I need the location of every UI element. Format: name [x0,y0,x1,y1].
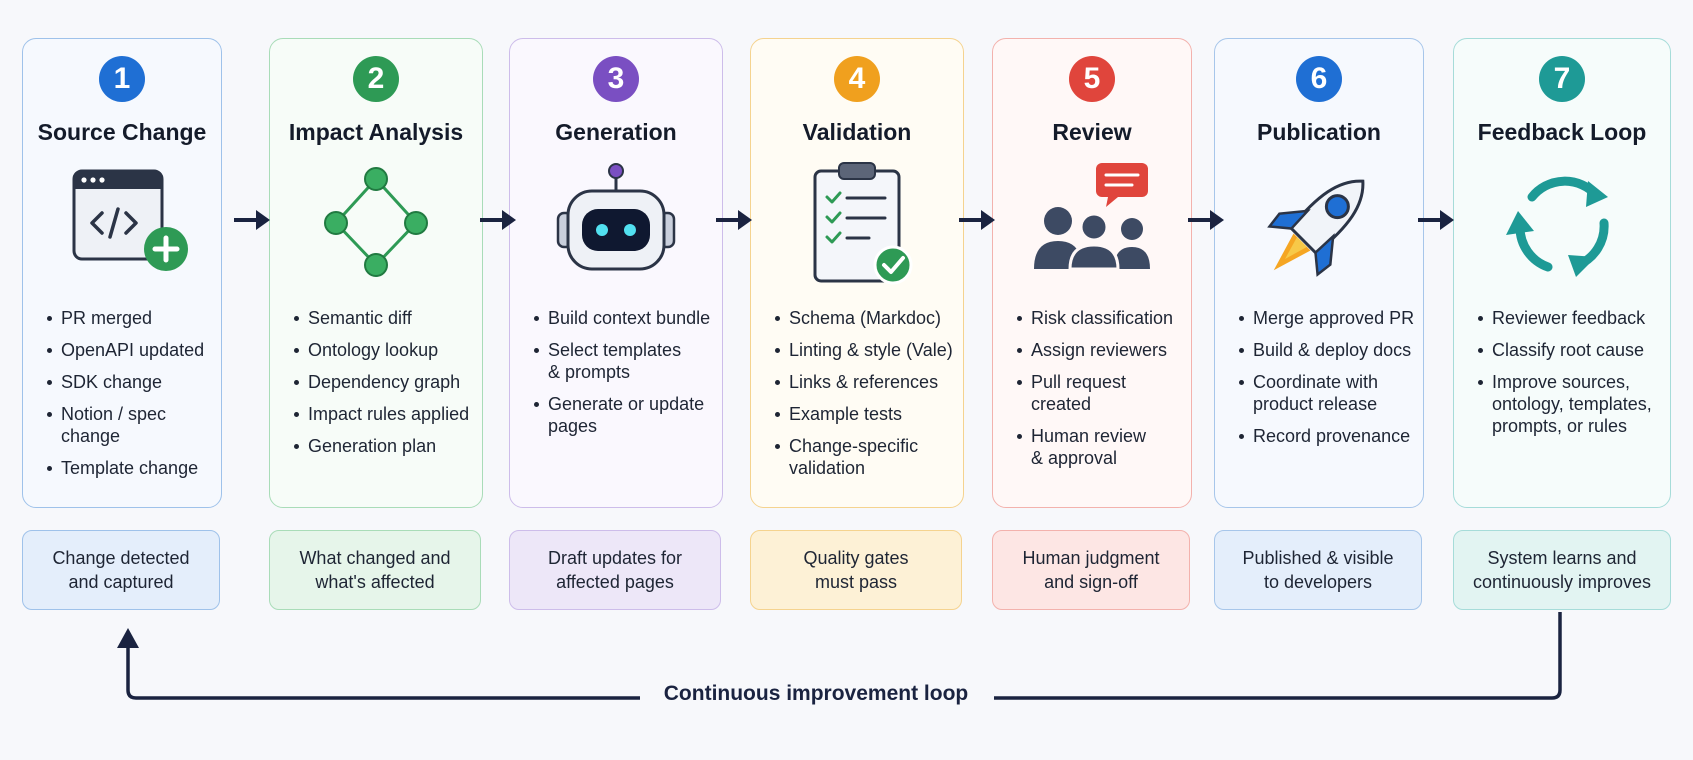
list-item: Generation plan [294,435,474,457]
list-item: Build & deploy docs [1239,339,1415,361]
list-item: Record provenance [1239,425,1415,447]
stage-item-list: Semantic diff Ontology lookup Dependency… [294,307,474,467]
list-item: Human review & approval [1017,425,1183,469]
flow-arrow-4-5 [959,210,995,230]
stage-summary-7: System learns and continuously improves [1453,530,1671,610]
list-item: Improve sources, ontology, templates, pr… [1478,371,1662,437]
list-item: SDK change [47,371,213,393]
list-item: Example tests [775,403,955,425]
stage-summary-6: Published & visible to developers [1214,530,1422,610]
list-item: Semantic diff [294,307,474,329]
stage-item-list: Risk classification Assign reviewers Pul… [1017,307,1183,479]
stage-number-badge: 3 [593,56,639,102]
clipboard-check-icon [787,161,927,291]
list-item: Reviewer feedback [1478,307,1662,329]
list-item: Impact rules applied [294,403,474,425]
stage-summary-5: Human judgment and sign-off [992,530,1190,610]
flow-arrow-3-4 [716,210,752,230]
list-item: Select templates & prompts [534,339,714,383]
stage-title: Source Change [37,119,207,145]
list-item: OpenAPI updated [47,339,213,361]
list-item: Merge approved PR [1239,307,1415,329]
stage-card-3: 3 Generation Build context bundle Select… [509,38,723,508]
list-item: Build context bundle [534,307,714,329]
rocket-icon [1249,161,1389,291]
stage-title: Review [1052,119,1132,145]
stage-title: Publication [1257,119,1381,145]
list-item: Notion / spec change [47,403,213,447]
stage-card-1: 1 Source Change PR merged OpenAPI update… [22,38,222,508]
stage-summary-4: Quality gates must pass [750,530,962,610]
stage-item-list: Merge approved PR Build & deploy docs Co… [1239,307,1415,457]
stage-item-list: Reviewer feedback Classify root cause Im… [1478,307,1662,447]
stage-card-6: 6 Publication Merge approved PR Build & … [1214,38,1424,508]
stage-item-list: PR merged OpenAPI updated SDK change Not… [47,307,213,489]
stage-summary-1: Change detected and captured [22,530,220,610]
flow-arrow-1-2 [234,210,270,230]
stage-number-badge: 5 [1069,56,1115,102]
stage-card-7: 7 Feedback Loop Reviewer feedback Classi… [1453,38,1671,508]
stage-item-list: Schema (Markdoc) Linting & style (Vale) … [775,307,955,489]
list-item: Classify root cause [1478,339,1662,361]
flow-arrow-2-3 [480,210,516,230]
stage-title: Generation [555,119,677,145]
stage-number-badge: 2 [353,56,399,102]
stage-card-5: 5 Review Risk classification Assign revi… [992,38,1192,508]
stage-card-2: 2 Impact Analysis Semantic diff Ontology… [269,38,483,508]
stage-number-badge: 1 [99,56,145,102]
stage-title: Validation [802,119,912,145]
cycle-arrows-icon [1492,161,1632,291]
stage-item-list: Build context bundle Select templates & … [534,307,714,447]
list-item: Schema (Markdoc) [775,307,955,329]
list-item: Risk classification [1017,307,1183,329]
stage-title: Impact Analysis [288,119,464,145]
list-item: Assign reviewers [1017,339,1183,361]
stage-title: Feedback Loop [1477,119,1647,145]
list-item: PR merged [47,307,213,329]
stage-number-badge: 7 [1539,56,1585,102]
list-item: Pull request created [1017,371,1183,415]
graph-nodes-icon [306,161,446,291]
code-window-plus-icon [52,161,192,291]
stage-summary-3: Draft updates for affected pages [509,530,721,610]
loop-label: Continuous improvement loop [663,682,969,705]
stage-card-4: 4 Validation Schema (Markdoc) Linting & … [750,38,964,508]
list-item: Linting & style (Vale) [775,339,955,361]
stage-summary-2: What changed and what's affected [269,530,481,610]
list-item: Change-specific validation [775,435,955,479]
flow-arrow-5-6 [1188,210,1224,230]
flow-arrow-6-7 [1418,210,1454,230]
list-item: Links & references [775,371,955,393]
reviewers-group-icon [1022,161,1162,291]
list-item: Generate or update pages [534,393,714,437]
list-item: Ontology lookup [294,339,474,361]
list-item: Coordinate with product release [1239,371,1415,415]
robot-icon [546,161,686,291]
stage-number-badge: 4 [834,56,880,102]
list-item: Template change [47,457,213,479]
list-item: Dependency graph [294,371,474,393]
stage-number-badge: 6 [1296,56,1342,102]
